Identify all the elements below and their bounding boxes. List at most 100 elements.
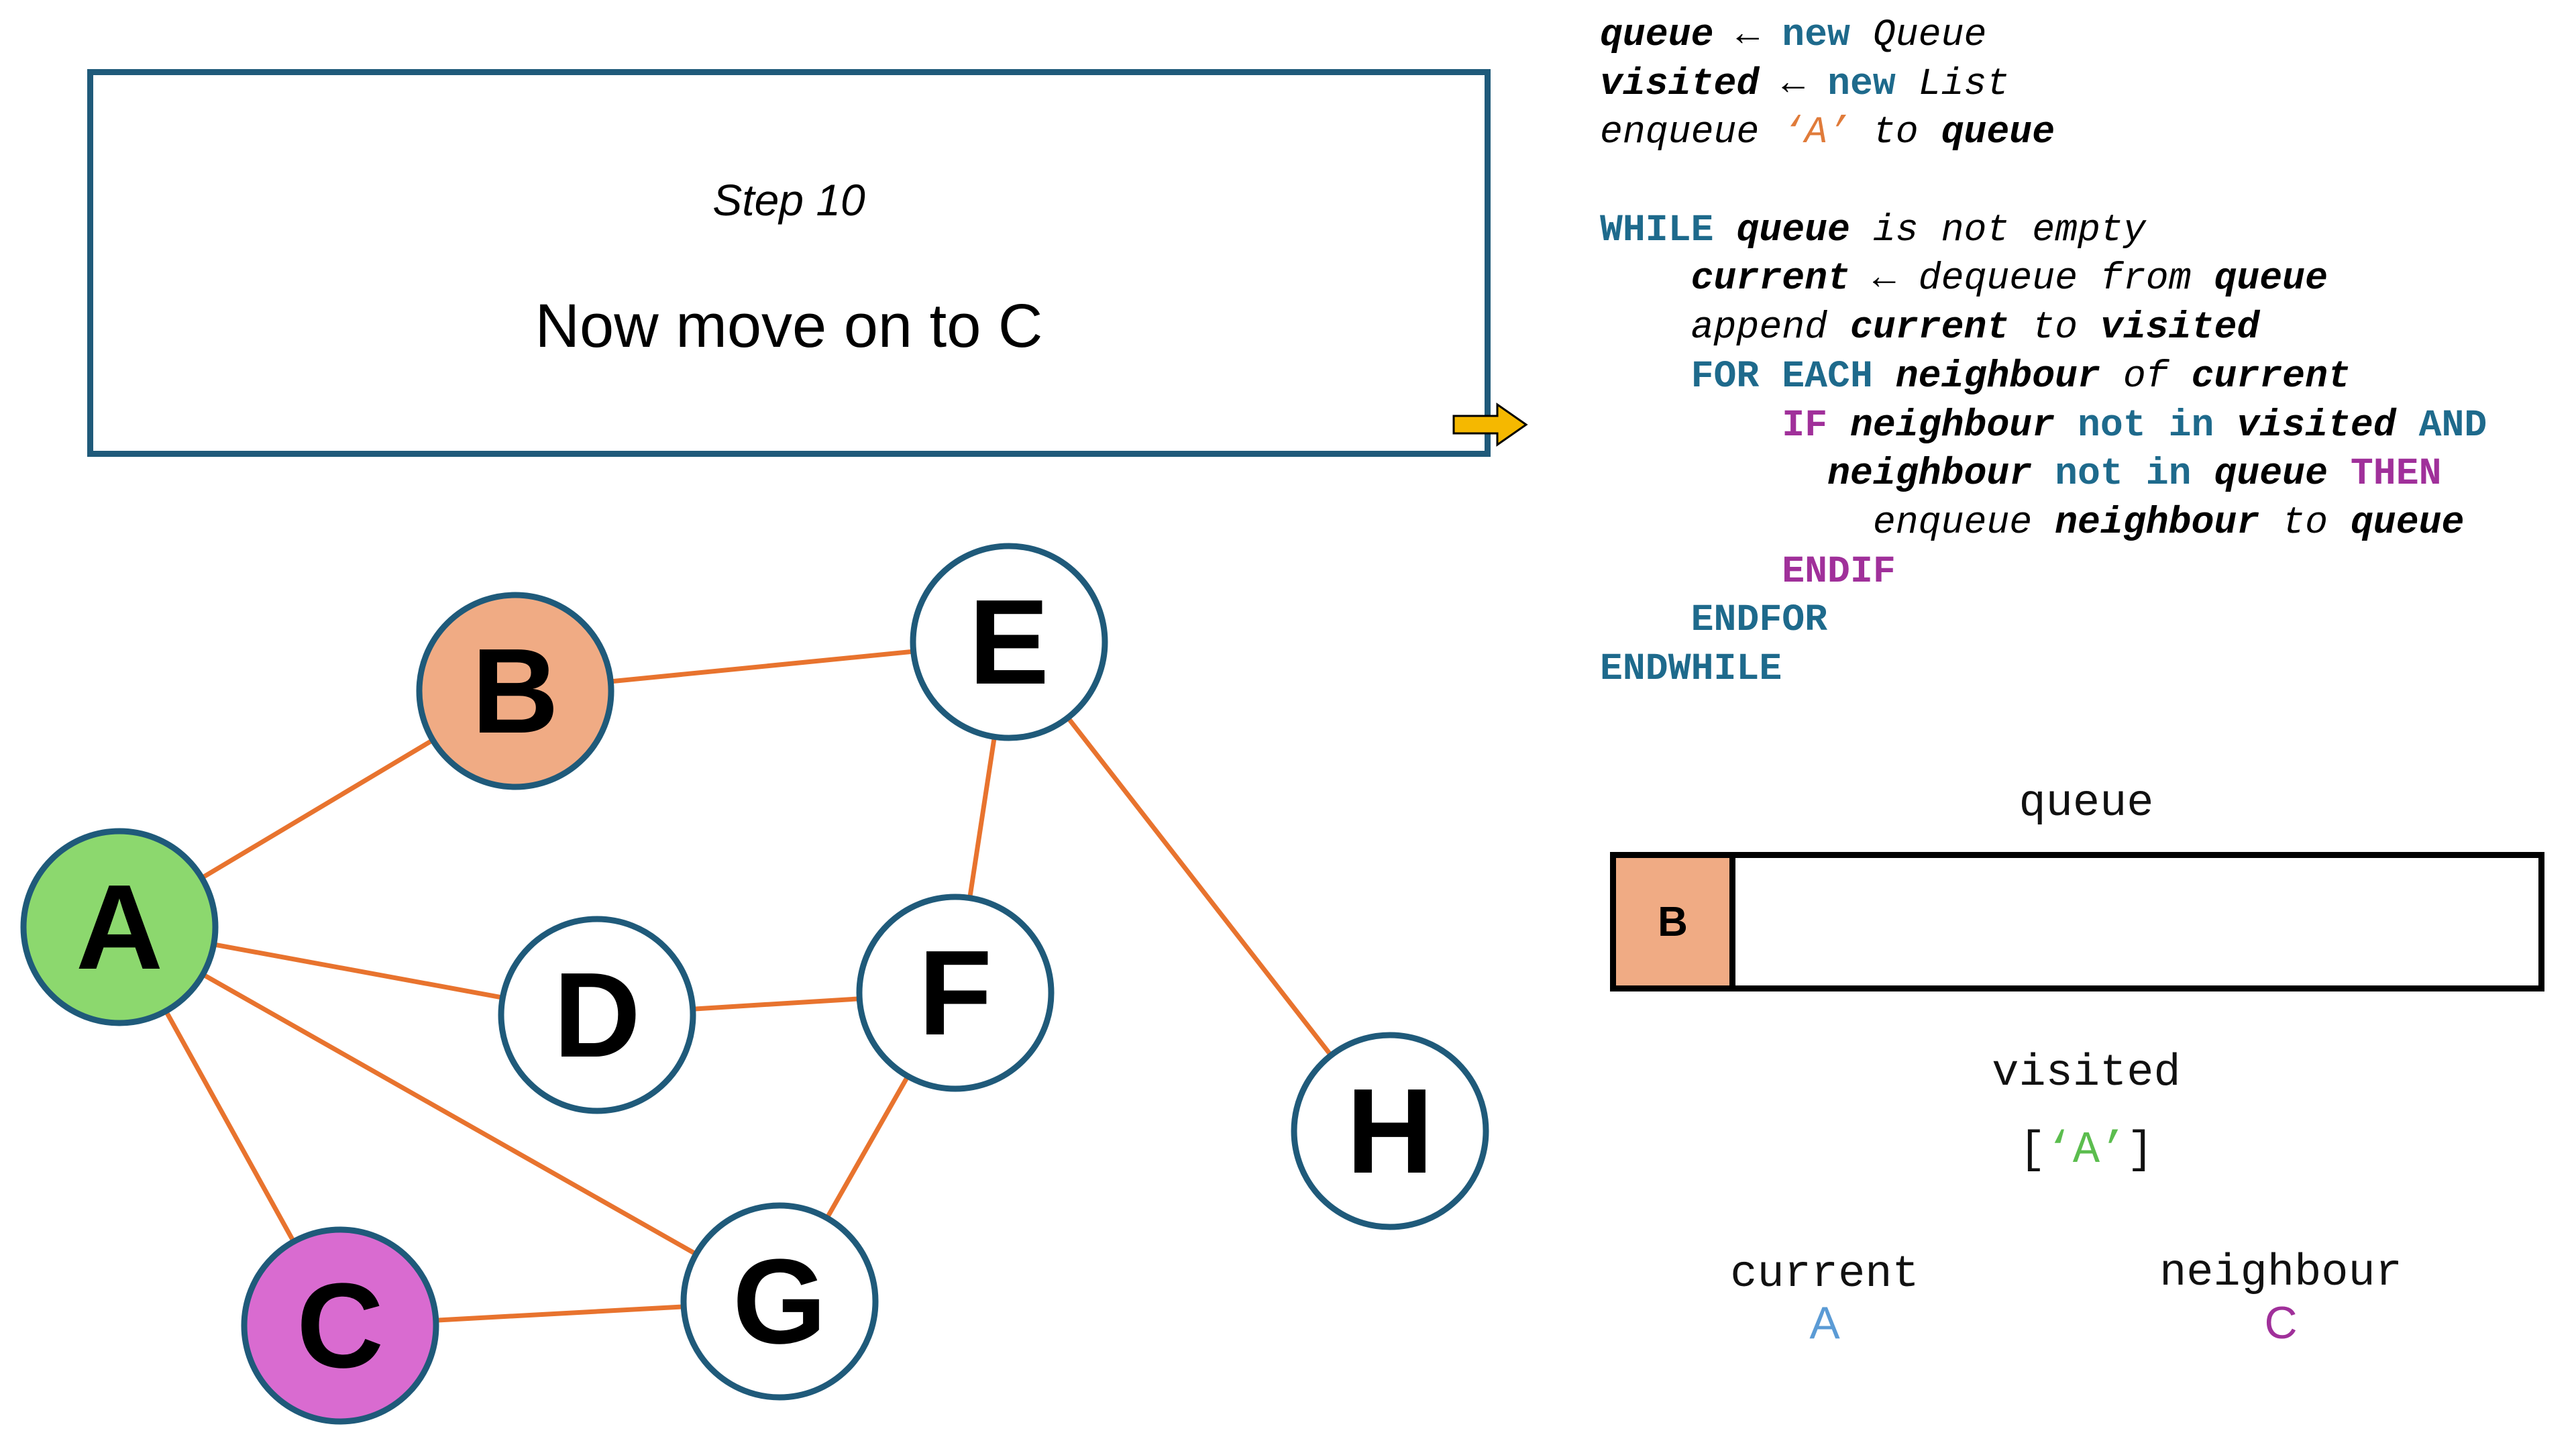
code-token [2214,404,2237,447]
code-line: ENDWHILE [1600,645,2487,694]
code-token: AND [2418,403,2487,447]
code-token [1600,404,1782,447]
edge-A-G [118,924,781,1304]
code-line [1600,157,2487,206]
current-label: current [1730,1249,1919,1300]
visited-item: ‘A’ [2045,1125,2127,1176]
code-line: IF neighbour not in visited AND [1600,401,2487,450]
edge-E-H [1007,640,1392,1133]
code-token: dequeue from [1918,257,2214,301]
code-line: WHILE queue is not empty [1600,206,2487,255]
node-circle [498,916,696,1114]
code-token: enqueue [1600,111,1782,154]
node-circle [416,592,614,790]
code-token [1600,598,1691,641]
right-arrow-icon [1452,402,1528,447]
node-label: C [297,1258,384,1393]
code-token: queue [1736,208,1850,252]
code-token: queue [2350,500,2465,544]
code-token [2192,452,2214,495]
code-token [1896,62,1919,105]
node-label: F [918,926,992,1061]
node-circle [856,894,1055,1092]
node-F: F [856,894,1055,1092]
code-token: ENDWHILE [1600,647,1782,690]
node-label: H [1346,1064,1434,1199]
visited-open-bracket: [ [2019,1125,2046,1176]
node-label: A [76,860,163,995]
code-line: enqueue ‘A’ to queue [1600,108,2487,157]
neighbour-label: neighbour [2159,1248,2402,1299]
visited-value: [‘A’] [1912,1125,2261,1176]
code-token: ← [1713,13,1782,56]
node-circle [910,543,1108,741]
queue-label: queue [2019,778,2154,829]
visited-label: visited [1992,1048,2181,1099]
node-label: B [472,624,559,759]
code-token: queue [1600,13,1714,56]
node-label: G [733,1234,826,1369]
code-token [1827,404,1850,447]
code-token: to [2009,306,2100,350]
node-circle [680,1202,879,1401]
code-token: FOR EACH [1690,354,1873,398]
code-token: queue [2214,452,2328,496]
node-H: H [1291,1032,1489,1230]
code-token [1850,13,1873,56]
code-token: of [2100,354,2192,398]
code-token: ENDFOR [1690,598,1828,642]
code-token: ← [1759,62,1828,105]
code-line: neighbour not in queue THEN [1600,449,2487,498]
code-token: not in [2055,452,2192,496]
step-message: Now move on to C [535,292,1043,360]
code-token: append [1690,306,1850,350]
code-token [1600,257,1691,300]
code-line: FOR EACH neighbour of current [1600,352,2487,401]
code-token: to [2259,500,2351,544]
node-C: C [241,1226,439,1425]
node-label: D [553,948,641,1083]
code-token: visited [1600,62,1760,105]
code-token [1600,452,1827,495]
code-token: neighbour [1827,452,2033,496]
code-token: current [1690,257,1850,301]
current-value: A [1809,1297,1840,1348]
code-token [1600,355,1691,398]
code-token: not in [2078,403,2214,447]
visited-close-bracket: ] [2127,1125,2154,1176]
code-line: ENDIF [1600,547,2487,596]
code-line: ENDFOR [1600,596,2487,645]
code-token: WHILE [1600,208,1714,252]
code-token [2055,404,2078,447]
code-token: List [1918,62,2010,105]
node-circle [20,828,219,1026]
code-token: new [1827,62,1896,105]
node-E: E [910,543,1108,741]
code-token [1600,501,1873,544]
code-token: neighbour [2055,500,2260,544]
code-token: Queue [1872,13,1987,56]
code-token: IF [1782,403,1828,447]
queue-item: B [1616,858,1735,985]
code-token [2328,452,2351,495]
code-token [2396,404,2419,447]
code-token [2032,452,2055,495]
code-token [1600,550,1782,593]
code-token [1873,355,1896,398]
code-token: enqueue [1872,500,2055,544]
code-token: neighbour [1895,354,2100,398]
node-circle [1291,1032,1489,1230]
code-token [1600,306,1691,349]
node-A: A [20,828,219,1026]
code-token: ENDIF [1782,549,1896,593]
code-token: new [1782,13,1850,56]
queue-box: B [1610,852,2544,991]
neighbour-value: C [2264,1297,2298,1348]
code-token: neighbour [1849,403,2055,447]
graph-diagram: A B C D E F G H [20,543,1489,1425]
code-token: queue [1941,111,2055,154]
code-token: ‘A’ [1782,111,1850,154]
code-token: current [2191,354,2351,398]
code-token: is not empty [1849,208,2146,252]
